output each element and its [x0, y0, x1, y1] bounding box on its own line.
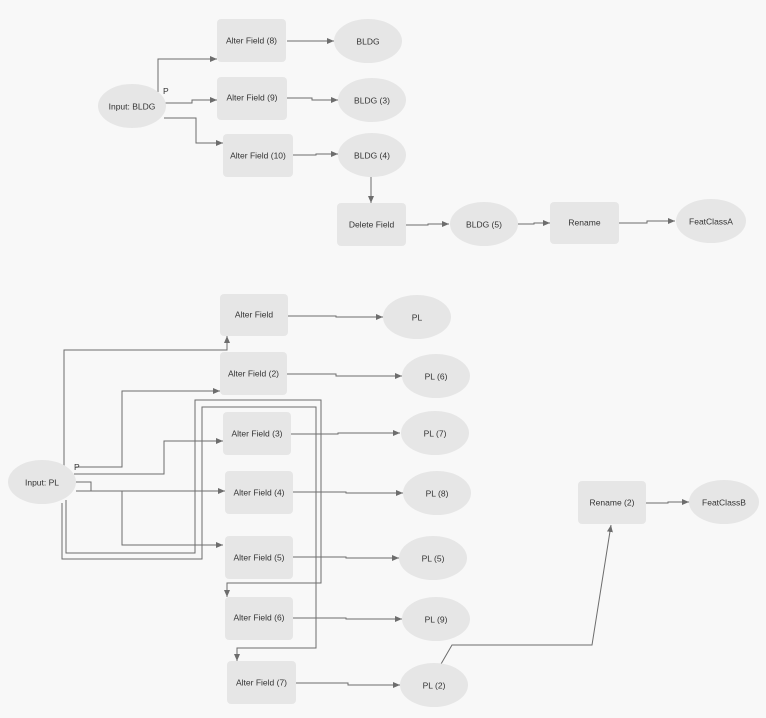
- tool-rename-2[interactable]: Rename (2): [578, 481, 646, 524]
- tool-alter-field-9[interactable]: Alter Field (9): [217, 77, 287, 120]
- svg-text:FeatClassA: FeatClassA: [689, 216, 733, 226]
- input-node-pl[interactable]: Input: PL: [8, 460, 76, 504]
- connector: [518, 220, 550, 226]
- output-pl-7[interactable]: PL (7): [401, 411, 469, 455]
- connector: [65, 399, 322, 597]
- svg-text:Input: PL: Input: PL: [25, 477, 59, 487]
- tool-alter-field-5[interactable]: Alter Field (5): [225, 536, 293, 579]
- connector: [440, 524, 613, 665]
- connector: [293, 616, 402, 622]
- connector: [63, 336, 230, 474]
- tool-alter-field-8[interactable]: Alter Field (8): [217, 19, 286, 62]
- model-2: Input: PL P Alter Field Alter Field (2) …: [8, 294, 759, 707]
- svg-text:BLDG (4): BLDG (4): [354, 150, 390, 160]
- svg-text:BLDG: BLDG: [356, 36, 379, 46]
- tool-alter-field[interactable]: Alter Field: [220, 294, 288, 336]
- svg-text:Rename (2): Rename (2): [590, 497, 635, 507]
- svg-text:PL (7): PL (7): [424, 428, 447, 438]
- connector: [76, 388, 220, 468]
- output-bldg-5[interactable]: BLDG (5): [450, 202, 518, 246]
- output-pl-9[interactable]: PL (9): [402, 597, 470, 641]
- connector: [76, 481, 225, 494]
- output-bldg[interactable]: BLDG: [334, 19, 402, 63]
- svg-text:Alter Field (2): Alter Field (2): [228, 368, 279, 378]
- svg-text:Alter Field: Alter Field: [235, 309, 274, 319]
- svg-text:Alter Field (7): Alter Field (7): [236, 677, 287, 687]
- svg-text:BLDG (5): BLDG (5): [466, 219, 502, 229]
- precondition-port-label: P: [163, 86, 169, 96]
- connector: [287, 373, 402, 379]
- connector: [296, 682, 400, 688]
- svg-text:Alter Field (8): Alter Field (8): [226, 35, 277, 45]
- tool-alter-field-4[interactable]: Alter Field (4): [225, 471, 293, 514]
- svg-text:PL (6): PL (6): [425, 371, 448, 381]
- connector: [293, 555, 399, 561]
- output-bldg-4[interactable]: BLDG (4): [338, 133, 406, 177]
- connector: [291, 430, 400, 436]
- connector: [157, 56, 217, 92]
- tool-rename[interactable]: Rename: [550, 202, 619, 244]
- connector: [288, 314, 383, 320]
- svg-text:Delete Field: Delete Field: [349, 219, 395, 229]
- svg-text:FeatClassB: FeatClassB: [702, 497, 746, 507]
- output-featclassa[interactable]: FeatClassA: [676, 199, 746, 243]
- tool-alter-field-2[interactable]: Alter Field (2): [220, 352, 287, 395]
- svg-text:PL: PL: [412, 312, 423, 322]
- connector: [293, 151, 338, 157]
- svg-text:Alter Field (3): Alter Field (3): [231, 428, 282, 438]
- input-node-bldg[interactable]: Input: BLDG: [98, 84, 166, 128]
- model-2-connectors: [61, 314, 689, 688]
- svg-text:PL (9): PL (9): [425, 614, 448, 624]
- svg-text:BLDG (3): BLDG (3): [354, 95, 390, 105]
- svg-text:Alter Field (4): Alter Field (4): [233, 487, 284, 497]
- output-pl[interactable]: PL: [383, 295, 451, 339]
- output-pl-2[interactable]: PL (2): [400, 663, 468, 707]
- connector: [406, 221, 449, 227]
- connector: [61, 406, 317, 661]
- output-pl-8[interactable]: PL (8): [403, 471, 471, 515]
- connector: [74, 438, 223, 475]
- tool-alter-field-10[interactable]: Alter Field (10): [223, 134, 293, 177]
- tool-alter-field-3[interactable]: Alter Field (3): [223, 412, 291, 455]
- svg-text:Rename: Rename: [568, 217, 600, 227]
- svg-text:Input: BLDG: Input: BLDG: [109, 101, 156, 111]
- svg-text:Alter Field (9): Alter Field (9): [226, 92, 277, 102]
- connector: [619, 218, 675, 224]
- connector: [164, 97, 217, 104]
- output-pl-5[interactable]: PL (5): [399, 536, 467, 580]
- model-1-connectors: [157, 38, 675, 227]
- output-featclassb[interactable]: FeatClassB: [689, 480, 759, 524]
- tool-alter-field-6[interactable]: Alter Field (6): [225, 597, 293, 640]
- precondition-port-label: P: [74, 462, 80, 472]
- output-pl-6[interactable]: PL (6): [402, 354, 470, 398]
- svg-text:Alter Field (5): Alter Field (5): [233, 552, 284, 562]
- connector: [646, 499, 689, 505]
- tool-alter-field-7[interactable]: Alter Field (7): [227, 661, 296, 704]
- connector: [76, 490, 223, 548]
- connector: [293, 490, 403, 496]
- connector: [164, 117, 223, 146]
- output-bldg-3[interactable]: BLDG (3): [338, 78, 406, 122]
- svg-text:PL (8): PL (8): [426, 488, 449, 498]
- svg-text:PL (5): PL (5): [422, 553, 445, 563]
- svg-text:PL (2): PL (2): [423, 680, 446, 690]
- model-1: Input: BLDG P Alter Field (8) Alter Fiel…: [98, 19, 746, 246]
- connector: [287, 97, 338, 103]
- svg-text:Alter Field (10): Alter Field (10): [230, 150, 286, 160]
- tool-delete-field[interactable]: Delete Field: [337, 203, 406, 246]
- svg-text:Alter Field (6): Alter Field (6): [233, 612, 284, 622]
